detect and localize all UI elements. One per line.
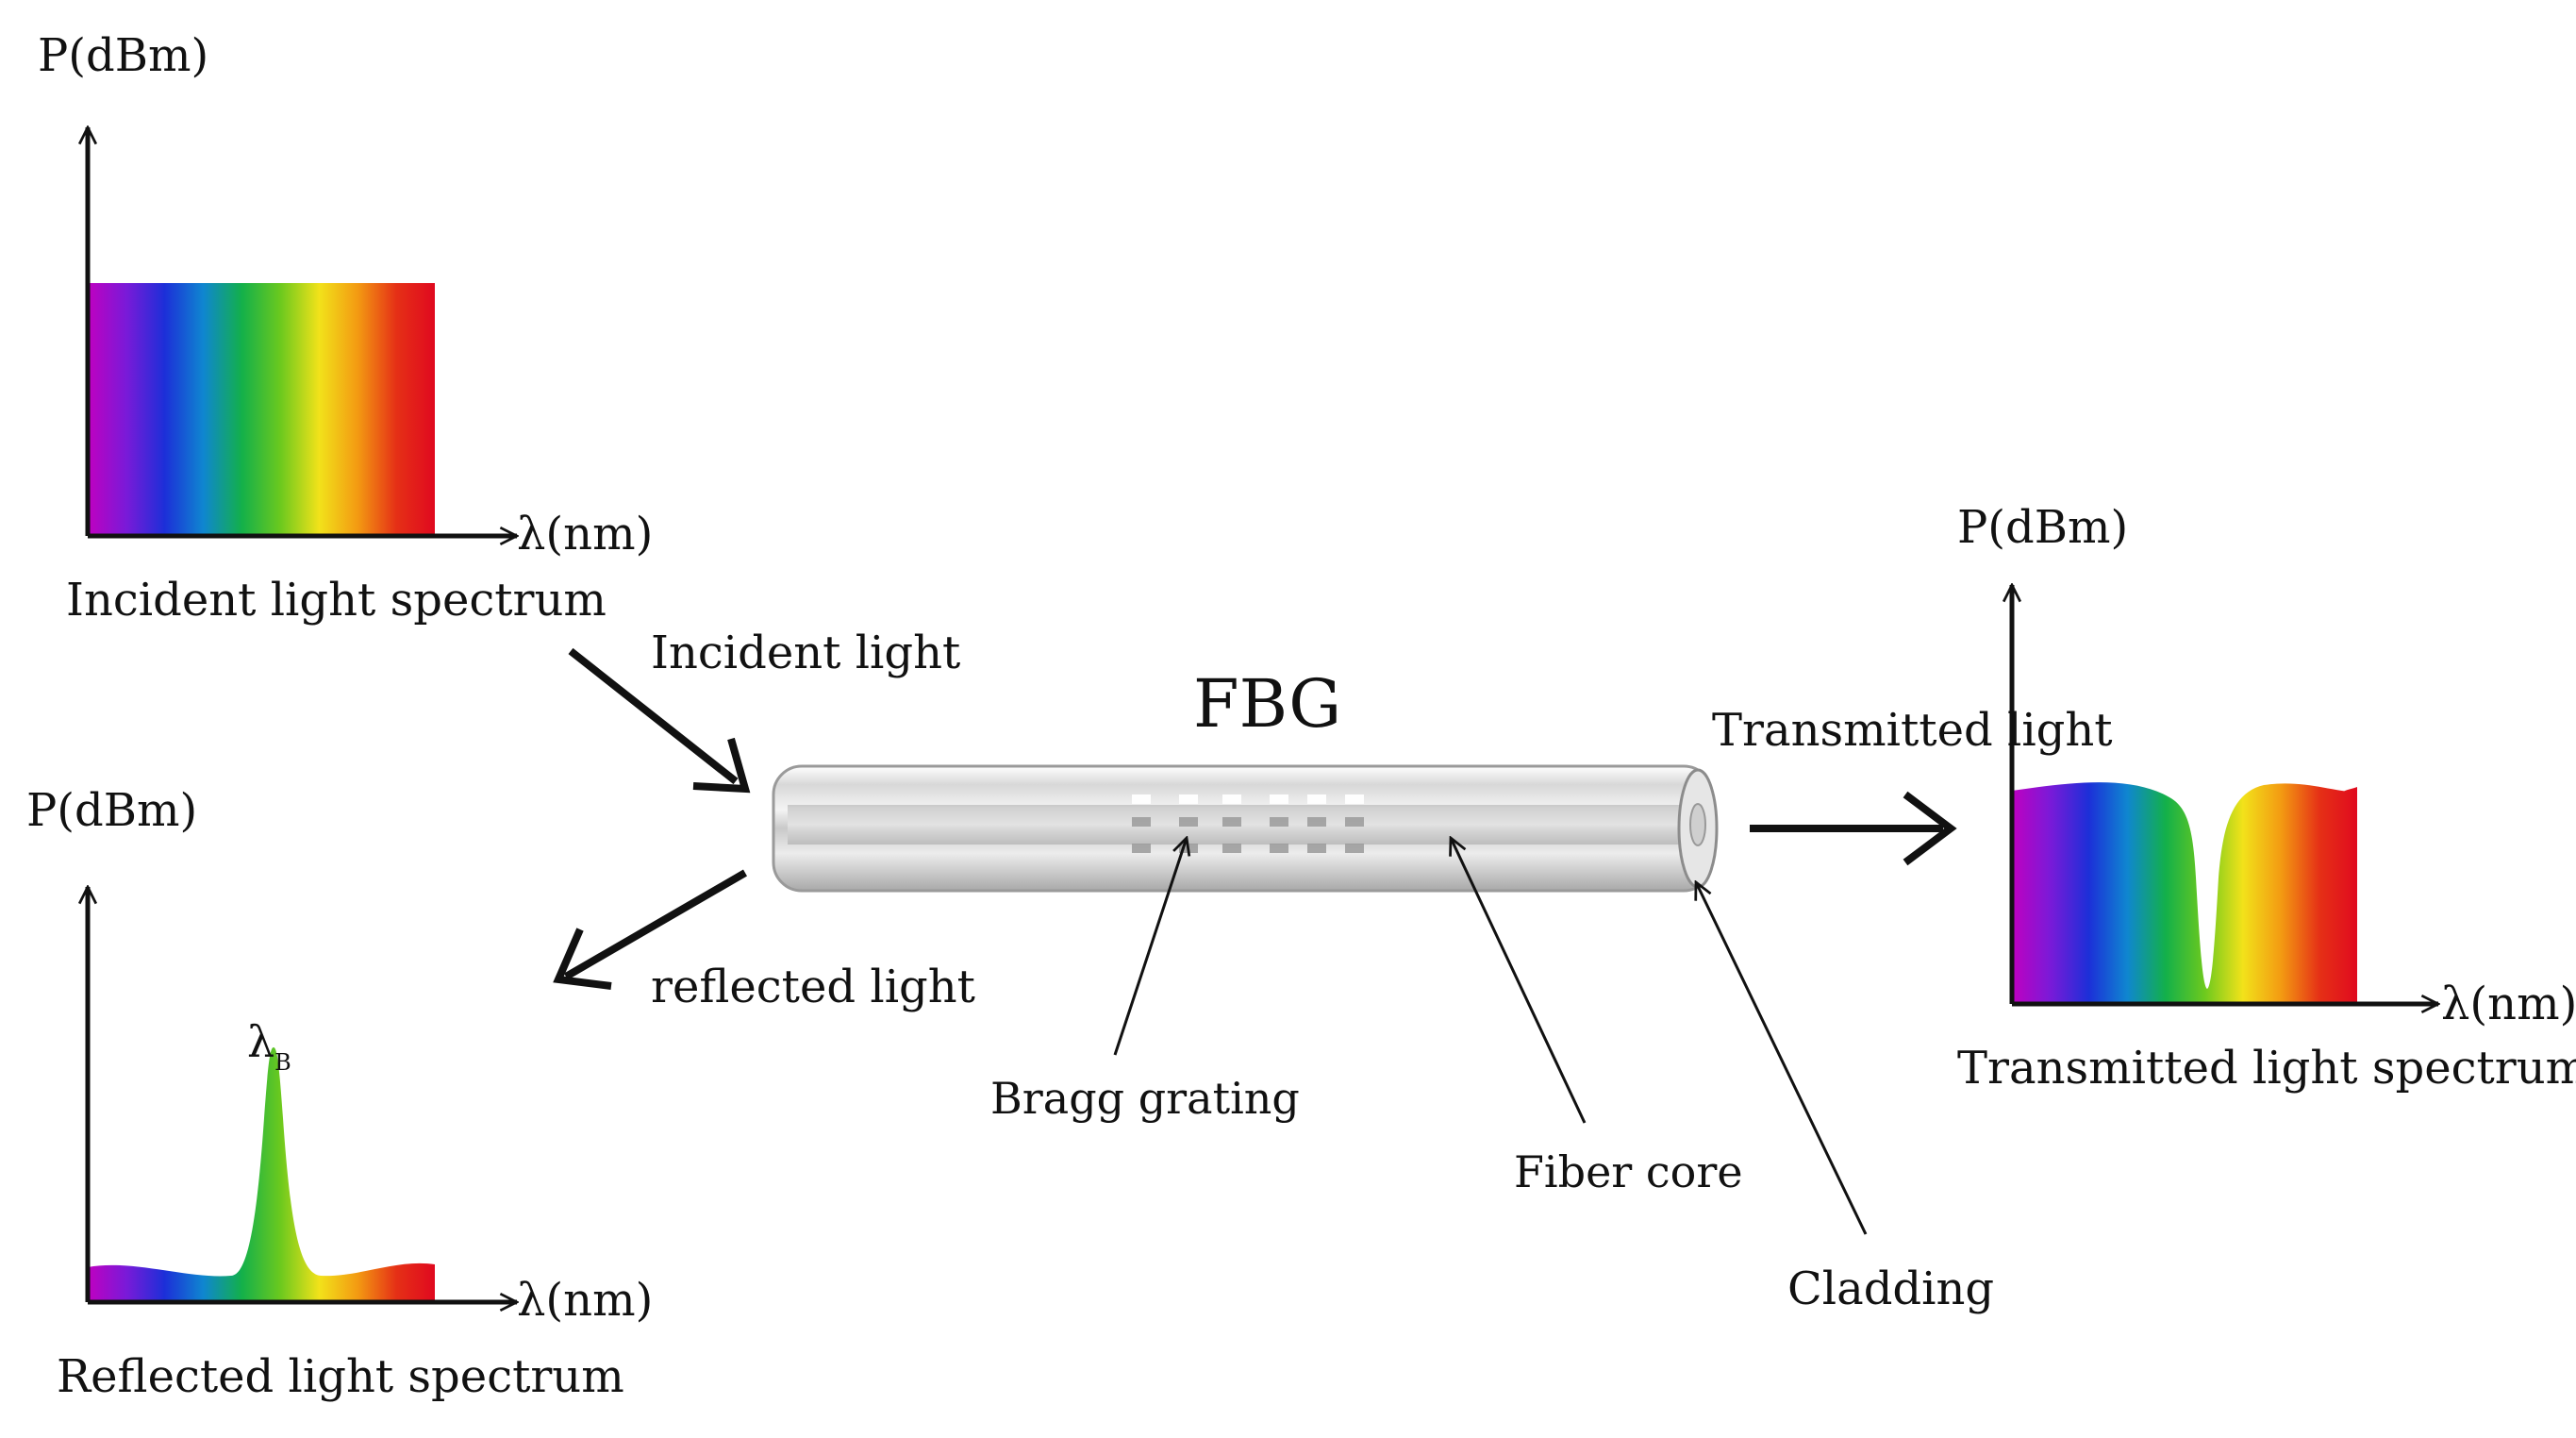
incident-light-label: Incident light [651,627,960,679]
transmitted-light-label: Transmitted light [1712,704,2113,757]
incident-y-axis-label: P(dBm) [38,29,208,82]
callouts: Bragg grating Fiber core Cladding [990,838,1994,1315]
incident-spectrum-panel: P(dBm) λ(nm) Incident light spectrum [38,29,653,627]
grating-segment [1345,794,1364,804]
grating-segment [1270,817,1288,827]
transmitted-y-axis-label: P(dBm) [1957,501,2128,554]
grating-segment [1222,817,1241,827]
incident-spectrum-band [88,283,435,536]
fiber-core-label: Fiber core [1514,1146,1743,1197]
reflected-light-label: reflected light [651,961,975,1013]
reflected-y-axis-label: P(dBm) [26,784,197,837]
transmitted-light-arrow [1750,791,1957,866]
grating-segment [1179,817,1198,827]
cladding-pointer [1696,882,1868,1235]
grating-segment [1307,844,1326,853]
transmitted-spectrum-panel: P(dBm) λ(nm) Transmitted light spectrum [1957,501,2576,1095]
grating-segment [1270,844,1288,853]
reflected-spectrum-caption: Reflected light spectrum [57,1350,624,1403]
bragg-grating-pointer [1113,838,1187,1056]
transmitted-x-axis-label: λ(nm) [2441,978,2576,1030]
grating-segment [1270,794,1288,804]
reflected-spectrum-curve [88,1047,435,1302]
grating-segment [1345,844,1364,853]
incident-spectrum-caption: Incident light spectrum [66,574,607,627]
fiber-core-end [1689,803,1706,846]
grating-segment [1345,817,1364,827]
grating-segment [1222,844,1241,853]
grating-segment [1179,794,1198,804]
cladding-label: Cladding [1787,1262,1994,1315]
grating-segment [1132,794,1151,804]
fiber-core-pointer [1451,838,1587,1124]
grating-segment [1132,817,1151,827]
fiber-core [788,805,1703,844]
bragg-grating-label: Bragg grating [990,1073,1300,1124]
incident-light-arrow [568,647,751,794]
grating-segment [1132,844,1151,853]
grating-segment [1307,794,1326,804]
transmitted-spectrum-curve [2012,782,2358,1004]
grating-segment [1307,817,1326,827]
fbg-title: FBG [1193,665,1341,743]
incident-x-axis-label: λ(nm) [517,508,653,560]
reflected-light-arrow [553,869,748,990]
bragg-wavelength-label: λB [247,1016,291,1076]
light-arrows: Incident light reflected light Transmitt… [553,627,2113,1013]
grating-segment [1222,794,1241,804]
reflected-spectrum-panel: P(dBm) λ(nm) λB Reflected light spectrum [26,784,653,1403]
transmitted-spectrum-caption: Transmitted light spectrum [1957,1042,2576,1095]
reflected-x-axis-label: λ(nm) [517,1274,653,1327]
fbg-fiber: FBG [772,665,1719,893]
